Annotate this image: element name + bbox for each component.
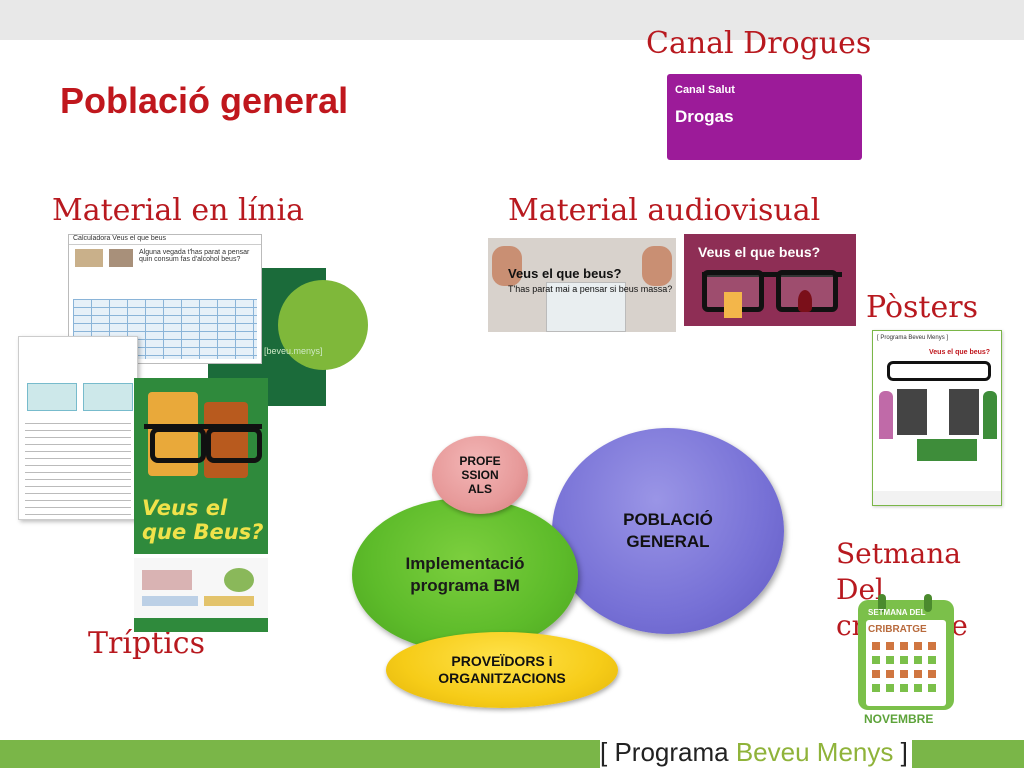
calendar-ring-right [924, 594, 932, 612]
poster-info-box-right [949, 389, 979, 435]
form-box-left [27, 383, 77, 411]
poster-thumbnail[interactable]: [ Programa Beveu Menys ] Veus el que beu… [872, 330, 1002, 506]
video-thumbnail-1[interactable]: Veus el que beus? T'has parat mai a pens… [488, 238, 676, 332]
calculator-header: Calculadora Veus el que beus [69, 235, 261, 245]
online-form-document [18, 336, 138, 520]
program-banner: [ Programa Beveu Menys ] [600, 736, 912, 768]
calendar-row [872, 670, 942, 678]
poster-question: Veus el que beus? [929, 349, 991, 356]
calendar-middle-text: CRIBRATGE [868, 624, 927, 635]
triptic-cover: Veus el que Beus? [134, 378, 268, 554]
camfic-logo [224, 568, 254, 592]
beveu-menys-tag: [beveu.menys] [264, 346, 323, 356]
drogas-label: Drogas [675, 107, 734, 126]
video1-caption: Veus el que beus? [508, 266, 622, 281]
top-bar [0, 0, 1024, 40]
banner-beveu-menys: Beveu Menys [735, 737, 894, 767]
green-circle-decoration [278, 280, 368, 370]
generalitat-logo [142, 570, 192, 590]
label-canal-drogues: Canal Drogues [646, 26, 872, 61]
poblacio-general-label: POBLACIÓ GENERAL [623, 510, 713, 551]
calendar-ring-left [878, 594, 886, 612]
calculator-photo [75, 249, 103, 267]
calendar-top-text: SETMANA DEL [868, 608, 926, 617]
banner-bracket-close: ] [893, 737, 908, 767]
poster-green-box [917, 439, 977, 461]
poster-info-box-left [897, 389, 927, 435]
online-calculator-document: Calculadora Veus el que beus Alguna vega… [68, 234, 262, 364]
ellipse-proveidors: PROVEÏDORS i ORGANITZACIONS [386, 632, 618, 708]
label-posters: Pòsters [866, 290, 978, 325]
hand-left-image [492, 246, 522, 286]
government-logo [204, 596, 254, 606]
poster-footer [873, 491, 1001, 505]
banner-program-word: Programa [614, 737, 736, 767]
calendar-row [872, 642, 942, 650]
water-glass-image [546, 282, 626, 332]
video2-caption: Veus el que beus? [698, 244, 821, 260]
ellipse-implementacio: Implementació programa BM [352, 498, 578, 652]
person-figure-right [983, 391, 997, 439]
beer-image [724, 292, 742, 318]
ellipse-poblacio-general: POBLACIÓ GENERAL [552, 428, 784, 634]
video1-subcaption: T'has parat mai a pensar si beus massa? [508, 284, 673, 294]
triptic-caption: Veus el que Beus? [142, 496, 264, 544]
hand-right-image [642, 246, 672, 286]
calculator-question: Alguna vegada t'has parat a pensar quin … [139, 249, 250, 263]
calendar-body: SETMANA DEL CRIBRATGE [858, 594, 954, 710]
label-material-audiovisual: Material audiovisual [508, 193, 821, 228]
video-thumbnail-2[interactable]: Veus el que beus? [684, 234, 856, 326]
calendar-bottom-text: NOVEMBRE [864, 712, 934, 726]
calendar-row [872, 656, 942, 664]
slide-title: Població general [60, 80, 349, 121]
calendar-cells [872, 642, 942, 698]
aificc-logo [142, 596, 198, 606]
form-box-right [83, 383, 133, 411]
poster-glasses-image [887, 361, 991, 381]
calendar-icon: SETMANA DEL CRIBRATGE NOVEMBRE [858, 594, 954, 728]
triptic-footer-bar [134, 618, 268, 632]
triptic-logos-panel [134, 558, 268, 632]
label-material-en-linia: Material en línia [52, 193, 304, 228]
form-lines [25, 417, 131, 517]
canal-salut-tile[interactable]: Canal Salut Drogas [667, 74, 862, 160]
proveidors-label: PROVEÏDORS i ORGANITZACIONS [438, 653, 566, 686]
implementacio-label: Implementació programa BM [405, 554, 525, 595]
calculator-photo-2 [109, 249, 133, 267]
poster-header: [ Programa Beveu Menys ] [877, 335, 949, 341]
drink-glass-image [204, 402, 248, 478]
glasses-frame [702, 272, 842, 290]
ellipse-professionals: PROFE SSION ALS [432, 436, 528, 514]
calendar-row [872, 684, 942, 692]
eyeglasses-image [144, 424, 262, 463]
banner-bracket-open: [ [600, 737, 615, 767]
canal-salut-label: Canal Salut [675, 84, 735, 96]
person-figure-left [879, 391, 893, 439]
professionals-label: PROFE SSION ALS [459, 454, 501, 496]
wine-image [798, 290, 812, 312]
